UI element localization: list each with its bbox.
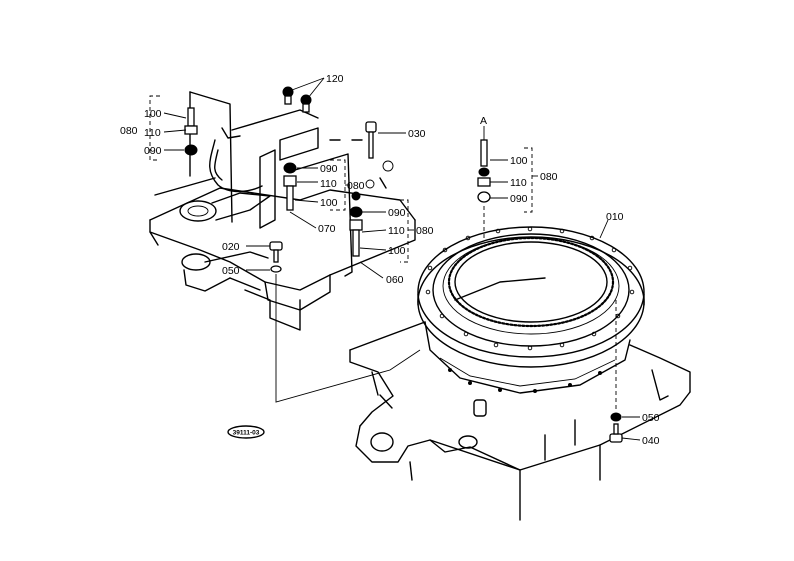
- leader-lines: [149, 77, 641, 441]
- label-090-center: 090: [320, 163, 338, 175]
- drawing-stamp: 39111-03: [227, 425, 265, 439]
- swing-bearing: [417, 226, 645, 368]
- base-frame: [349, 321, 691, 521]
- label-100-center: 100: [320, 197, 338, 209]
- label-050-left: 050: [222, 265, 240, 277]
- label-110-center: 110: [320, 178, 337, 190]
- nuts-120: [282, 86, 312, 113]
- stud-right: [349, 191, 363, 257]
- label-100-left: 100: [144, 108, 162, 120]
- label-110-left: 110: [144, 127, 161, 139]
- fasteners: [184, 86, 623, 443]
- label-080-center: 080: [347, 180, 365, 192]
- label-090-right: 090: [388, 207, 406, 219]
- bolt-030: [365, 121, 377, 159]
- label-080-a: 080: [540, 171, 558, 183]
- label-020: 020: [222, 241, 240, 253]
- label-090-a: 090: [510, 193, 528, 205]
- label-060: 060: [386, 274, 404, 286]
- label-110-a: 110: [510, 177, 527, 189]
- label-110-right: 110: [388, 225, 405, 237]
- label-050-right: 050: [642, 412, 660, 424]
- stud-left: [184, 107, 198, 156]
- bolt-020: [269, 241, 283, 273]
- bolt-040: [609, 412, 623, 443]
- part-labels: 120 100 110 080 090 030 090 110 080 100 …: [120, 73, 660, 447]
- label-090-left: 090: [144, 145, 162, 157]
- label-040: 040: [642, 435, 660, 447]
- label-030: 030: [408, 128, 426, 140]
- label-080-right: 080: [416, 225, 434, 237]
- bearing-bolt-holes: [425, 226, 635, 351]
- stamp-text: 39111-03: [233, 430, 260, 437]
- label-080-left: 080: [120, 125, 138, 137]
- label-010: 010: [606, 211, 624, 223]
- label-100-right: 100: [388, 245, 406, 257]
- label-120: 120: [326, 73, 344, 85]
- label-a: A: [480, 115, 487, 127]
- label-100-a: 100: [510, 155, 528, 167]
- label-070: 070: [318, 223, 336, 235]
- stud-a: [477, 139, 491, 203]
- stud-center: [283, 162, 297, 211]
